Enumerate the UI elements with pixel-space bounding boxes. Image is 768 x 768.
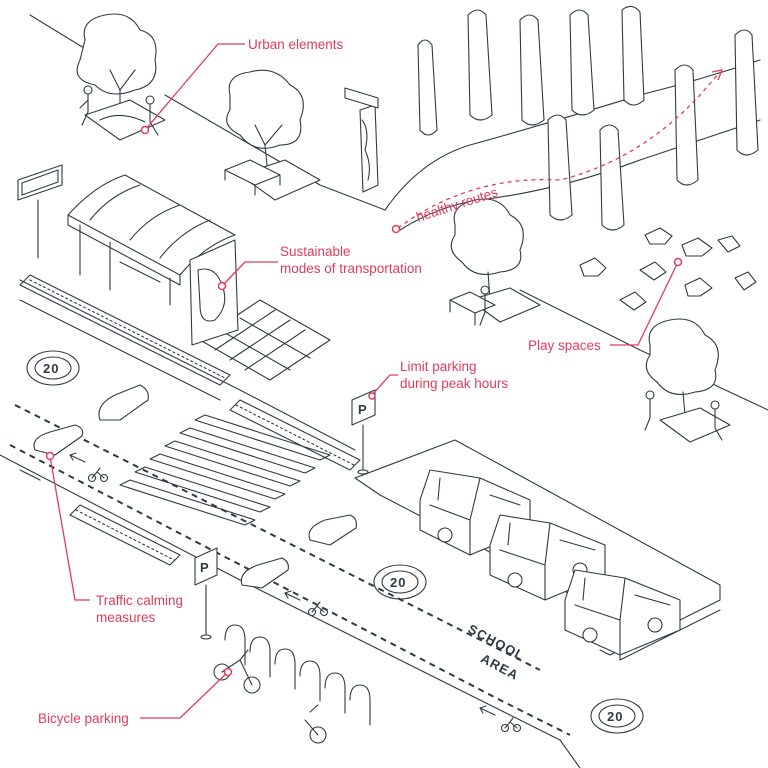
speed-bump-1 xyxy=(98,384,149,421)
label-traffic-calming: Traffic calming measures xyxy=(96,592,183,626)
leader-traffic-calming xyxy=(49,455,90,601)
leader-sustainable xyxy=(221,261,278,287)
speed-limit-text-2: 20 xyxy=(390,575,406,590)
road-edge xyxy=(0,454,581,768)
leader-bicycle-parking xyxy=(140,671,229,719)
tactile-paving-3 xyxy=(69,504,181,566)
road-edge-2 xyxy=(19,469,41,481)
tree-icon-1 xyxy=(76,13,166,141)
label-play-spaces-text: Play spaces xyxy=(528,338,601,353)
speed-limit-text-1: 20 xyxy=(43,361,59,376)
label-bicycle-parking-text: Bicycle parking xyxy=(38,711,129,726)
tactile-paving-1 xyxy=(19,274,231,386)
label-bicycle-parking: Bicycle parking xyxy=(38,710,129,727)
park-edge xyxy=(519,289,768,411)
parking-sign-icon-2: P xyxy=(194,547,218,640)
sidewalk-edge-top xyxy=(19,279,356,451)
bus-shelter-icon xyxy=(67,174,239,346)
speed-bump-3 xyxy=(308,514,357,546)
label-sustainable-transport: Sustainable modes of transportation xyxy=(280,243,422,277)
label-play-spaces: Play spaces xyxy=(528,337,601,354)
label-traffic-calming-line1: Traffic calming xyxy=(96,593,184,608)
marker-traffic-calming xyxy=(45,451,55,461)
parking-sign-letter-1: P xyxy=(358,402,368,417)
marker-urban-elements xyxy=(140,125,150,135)
speed-limit-marking-3: 20 xyxy=(590,698,644,734)
bench-icon-1 xyxy=(224,159,281,196)
parking-sign-icon: P xyxy=(351,389,376,475)
bike-lane-symbol-3 xyxy=(479,705,522,733)
label-urban-elements: Urban elements xyxy=(248,36,343,53)
road-sign xyxy=(17,164,63,259)
marker-limit-parking xyxy=(368,392,376,400)
label-traffic-calming-line2: measures xyxy=(96,610,156,625)
speed-limit-text-3: 20 xyxy=(607,709,623,724)
bench-icon-2 xyxy=(449,291,496,326)
cypress-trees xyxy=(417,5,759,231)
marker-bicycle-parking xyxy=(223,667,233,677)
people xyxy=(79,85,723,441)
tree-icon-3 xyxy=(450,198,541,323)
parking-lot-curb xyxy=(599,599,721,656)
leader-limit-parking xyxy=(371,374,398,396)
speed-limit-marking-2: 20 xyxy=(373,564,427,600)
leader-urban-elements xyxy=(144,43,245,131)
label-limit-parking-line1: Limit parking xyxy=(400,359,477,374)
park-path-lower xyxy=(399,119,761,231)
tree-icon-4 xyxy=(645,318,731,443)
label-limit-parking: Limit parking during peak hours xyxy=(400,358,508,392)
tree-icon-2 xyxy=(226,69,321,201)
car-icon-3 xyxy=(564,569,681,656)
bike-lane-symbol-2 xyxy=(284,590,329,617)
speed-bump-2 xyxy=(33,424,84,456)
drainage-grate xyxy=(199,299,331,381)
crosswalk xyxy=(119,414,331,526)
label-sustainable-line1: Sustainable xyxy=(280,244,351,259)
parking-sign-letter-2: P xyxy=(200,560,210,575)
marker-play-spaces xyxy=(673,257,683,267)
bike-lane-line-2 xyxy=(9,444,571,736)
school-area-marking: SCHOOL AREA xyxy=(466,621,527,683)
sidewalk-edge-top-2 xyxy=(19,299,221,401)
marker-sustainable xyxy=(217,281,227,291)
wayfinding-sign xyxy=(344,87,379,193)
marker-healthy-routes xyxy=(391,224,401,234)
tactile-paving-2 xyxy=(229,399,361,471)
label-limit-parking-line2: during peak hours xyxy=(400,376,509,391)
label-urban-elements-text: Urban elements xyxy=(248,37,344,52)
speed-bump-4 xyxy=(240,557,289,589)
bike-lane-symbol-1 xyxy=(69,452,109,483)
arrowhead-healthy-routes xyxy=(711,69,724,81)
leader-play-spaces xyxy=(610,261,679,346)
label-sustainable-line2: modes of transportation xyxy=(280,261,422,276)
rock-icons xyxy=(579,227,757,311)
bicycle-rack xyxy=(224,624,371,726)
speed-limit-marking-1: 20 xyxy=(26,350,80,386)
